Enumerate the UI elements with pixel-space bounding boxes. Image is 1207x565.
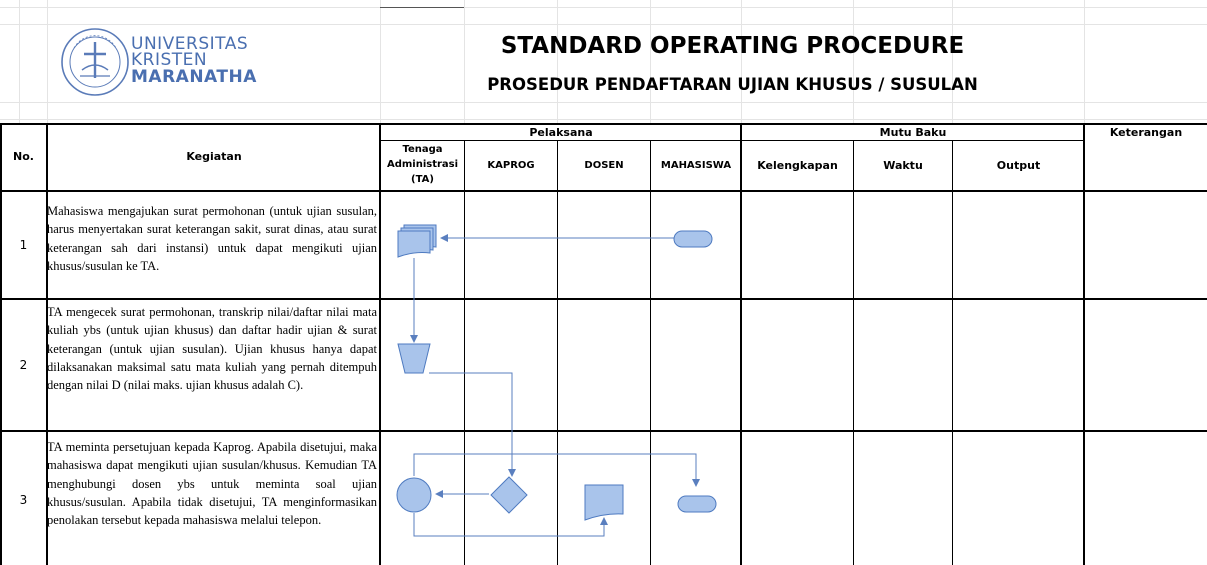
manual-operation-shape bbox=[397, 343, 431, 374]
connector-circle-shape bbox=[396, 477, 432, 513]
connector-lines bbox=[410, 234, 700, 537]
col-border bbox=[1083, 123, 1085, 565]
page-title: STANDARD OPERATING PROCEDURE bbox=[500, 33, 965, 59]
row-border bbox=[0, 298, 1207, 300]
header-ta-line: (TA) bbox=[411, 174, 434, 185]
grid-line bbox=[380, 0, 381, 124]
terminator-shape bbox=[673, 230, 713, 248]
col-line bbox=[853, 140, 854, 565]
table-border-top bbox=[0, 123, 1207, 125]
row-number: 3 bbox=[19, 493, 28, 507]
page-subtitle: PROSEDUR PENDAFTARAN UJIAN KHUSUS / SUSU… bbox=[487, 75, 978, 94]
header-kaprog: KAPROG bbox=[487, 160, 535, 171]
col-border bbox=[46, 123, 48, 565]
table-border-left bbox=[0, 123, 2, 565]
grid-line bbox=[853, 0, 854, 124]
header-ta-line: Tenaga bbox=[402, 144, 443, 155]
grid-line bbox=[0, 102, 1207, 103]
row-number: 1 bbox=[19, 238, 28, 252]
row-kegiatan: TA meminta persetujuan kepada Kaprog. Ap… bbox=[47, 440, 377, 528]
grid-line bbox=[1084, 0, 1085, 124]
university-seal-icon bbox=[61, 28, 129, 96]
selected-cell-edge bbox=[380, 7, 464, 8]
logo-line-2: KRISTEN bbox=[131, 50, 208, 70]
row-line bbox=[380, 140, 1084, 141]
header-pelaksana: Pelaksana bbox=[529, 126, 593, 139]
table-border-header bbox=[0, 190, 1207, 192]
document-shape bbox=[584, 484, 624, 521]
decision-shape bbox=[490, 476, 528, 514]
row-number: 2 bbox=[19, 358, 28, 372]
col-border bbox=[379, 123, 381, 565]
col-line bbox=[557, 140, 558, 565]
col-line bbox=[464, 140, 465, 565]
grid-line bbox=[19, 0, 20, 124]
header-ta-line: Administrasi bbox=[386, 159, 459, 170]
grid-line bbox=[952, 0, 953, 124]
col-border bbox=[740, 123, 742, 565]
terminator-shape bbox=[677, 495, 717, 513]
grid-line bbox=[741, 0, 742, 124]
header-mahasiswa: MAHASISWA bbox=[660, 160, 732, 171]
grid-line bbox=[0, 119, 1207, 120]
header-ta: Tenaga Administrasi (TA) bbox=[381, 142, 464, 187]
logo-line-1: UNIVERSITAS bbox=[131, 34, 249, 54]
header-mutu-baku: Mutu Baku bbox=[879, 126, 947, 139]
header-kegiatan: Kegiatan bbox=[186, 150, 242, 163]
grid-line bbox=[0, 24, 1207, 25]
header-dosen: DOSEN bbox=[584, 160, 624, 171]
grid-line bbox=[464, 0, 465, 124]
logo-line-3: MARANATHA bbox=[131, 67, 257, 87]
row-kegiatan: TA mengecek surat permohonan, transkrip … bbox=[47, 305, 377, 393]
grid-line bbox=[0, 7, 1207, 8]
col-line bbox=[650, 140, 651, 565]
multi-document-shape bbox=[397, 224, 437, 258]
col-line bbox=[952, 140, 953, 565]
header-kelengkapan: Kelengkapan bbox=[757, 159, 838, 172]
header-keterangan: Keterangan bbox=[1109, 126, 1183, 139]
grid-line bbox=[650, 0, 651, 124]
header-output: Output bbox=[996, 159, 1041, 172]
grid-line bbox=[557, 0, 558, 124]
header-no: No. bbox=[13, 150, 34, 163]
row-kegiatan: Mahasiswa mengajukan surat permohonan (u… bbox=[47, 204, 377, 273]
grid-line bbox=[47, 0, 48, 124]
row-border bbox=[0, 430, 1207, 432]
header-waktu: Waktu bbox=[883, 159, 923, 172]
